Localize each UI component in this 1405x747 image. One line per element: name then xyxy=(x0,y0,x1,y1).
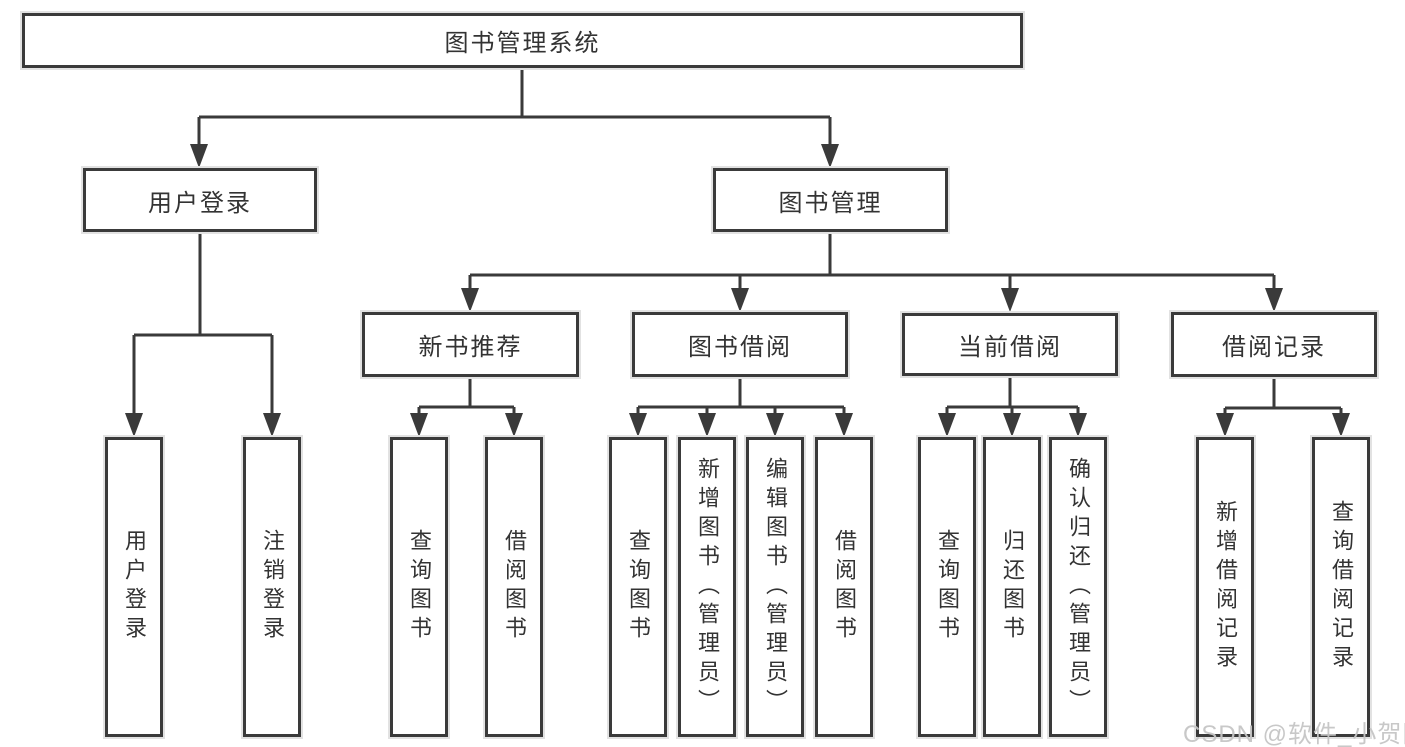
connector-bookborrow-to-leaves xyxy=(636,377,846,417)
node-root-label: 图书管理系统 xyxy=(444,30,601,57)
leaf-cb-query-books-label: 查询图书 xyxy=(935,529,960,645)
leaf-cb-return-books-label: 归还图书 xyxy=(1000,529,1025,645)
node-borrowing-records: 借阅记录 xyxy=(1171,312,1377,377)
leaf-bb-borrow-books-label: 借阅图书 xyxy=(832,529,857,645)
connector-root-to-level2 xyxy=(197,68,832,148)
leaf-cb-confirm-return-admin-label: 确认归还（管理员） xyxy=(1066,456,1091,718)
node-book-management: 图书管理 xyxy=(713,168,948,232)
leaf-bb-add-books-admin-label: 新增图书（管理员） xyxy=(695,456,720,718)
leaf-bb-query-books-label: 查询图书 xyxy=(626,529,651,645)
leaf-bb-query-books: 查询图书 xyxy=(609,437,667,737)
leaf-bb-edit-books-admin-label: 编辑图书（管理员） xyxy=(763,456,788,718)
watermark: CSDN @软件_小贺同学 xyxy=(1183,721,1405,747)
leaf-br-add-record: 新增借阅记录 xyxy=(1196,437,1254,737)
leaf-user-login: 用户登录 xyxy=(105,437,163,737)
leaf-bb-add-books-admin: 新增图书（管理员） xyxy=(678,437,736,737)
node-new-book-recommend-label: 新书推荐 xyxy=(418,334,523,361)
node-book-borrowing-label: 图书借阅 xyxy=(688,334,792,361)
leaf-cb-confirm-return-admin: 确认归还（管理员） xyxy=(1049,437,1107,737)
leaf-nbr-borrow-books-label: 借阅图书 xyxy=(502,529,527,645)
leaf-br-query-record: 查询借阅记录 xyxy=(1312,437,1370,737)
leaf-bb-edit-books-admin: 编辑图书（管理员） xyxy=(746,437,804,737)
arrowheads xyxy=(125,144,1350,437)
leaf-bb-borrow-books: 借阅图书 xyxy=(815,437,873,737)
connector-borrowrecords-to-leaves xyxy=(1223,377,1343,417)
node-root: 图书管理系统 xyxy=(22,13,1023,68)
leaf-user-login-label: 用户登录 xyxy=(122,529,147,645)
node-book-borrowing: 图书借阅 xyxy=(632,312,848,377)
leaf-logout: 注销登录 xyxy=(243,437,301,737)
node-current-borrowing: 当前借阅 xyxy=(902,313,1118,376)
leaf-nbr-borrow-books: 借阅图书 xyxy=(485,437,543,737)
node-new-book-recommend: 新书推荐 xyxy=(362,312,579,377)
node-current-borrowing-label: 当前借阅 xyxy=(958,334,1062,361)
node-borrowing-records-label: 借阅记录 xyxy=(1222,334,1326,361)
leaf-nbr-query-books-label: 查询图书 xyxy=(407,529,432,645)
leaf-nbr-query-books: 查询图书 xyxy=(390,437,448,737)
connector-currentborrow-to-leaves xyxy=(945,376,1080,417)
leaf-cb-return-books: 归还图书 xyxy=(983,437,1041,737)
leaf-logout-label: 注销登录 xyxy=(260,529,285,645)
node-user-login: 用户登录 xyxy=(83,168,317,232)
node-book-management-label: 图书管理 xyxy=(778,189,883,217)
node-user-login-label: 用户登录 xyxy=(148,189,252,217)
leaf-br-query-record-label: 查询借阅记录 xyxy=(1329,500,1354,674)
leaf-cb-query-books: 查询图书 xyxy=(918,437,976,737)
connector-userlogin-to-leaves xyxy=(132,232,274,417)
connector-newbookrec-to-leaves xyxy=(417,377,516,417)
connector-bookmgmt-to-level3 xyxy=(468,232,1276,292)
leaf-br-add-record-label: 新增借阅记录 xyxy=(1213,500,1238,674)
